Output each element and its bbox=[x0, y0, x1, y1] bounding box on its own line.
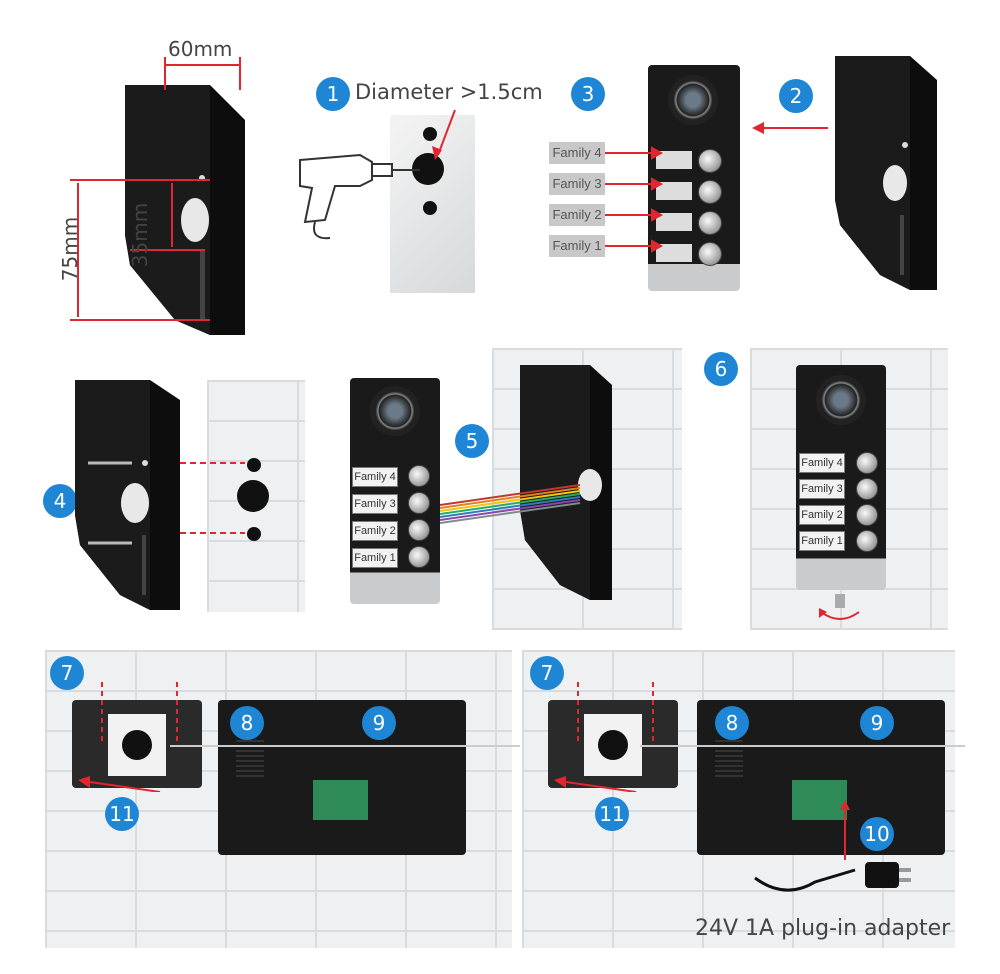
monitor-right-step-7-badge: 7 bbox=[530, 656, 564, 690]
call-button-3[interactable] bbox=[698, 180, 722, 204]
step-2-housing bbox=[835, 56, 937, 290]
family-label-1: Family 1 bbox=[352, 548, 398, 568]
monitor-left-step-11-badge: 11 bbox=[105, 797, 139, 831]
name-plate-3 bbox=[656, 182, 692, 200]
monitor-left-step-7-badge: 7 bbox=[50, 656, 84, 690]
adapter-label: 24V 1A plug-in adapter bbox=[695, 916, 951, 941]
name-plate-4 bbox=[656, 151, 692, 169]
name-plate-1 bbox=[656, 244, 692, 262]
monitor-left-circuit-board bbox=[313, 780, 368, 820]
camera-lens bbox=[370, 386, 420, 436]
step-2-badge: 2 bbox=[779, 79, 813, 113]
step-5-housing-with-wires bbox=[440, 365, 612, 600]
monitor-left-mounting-bracket bbox=[72, 700, 202, 788]
camera-lens bbox=[668, 75, 718, 125]
housing-dimension-figure: 60mm 75mm 35mm bbox=[40, 35, 270, 345]
wall-screw-hole-top bbox=[247, 458, 261, 472]
step-5-door-panel: Family 4 Family 3 Family 2 Family 1 bbox=[350, 378, 440, 604]
call-button-1[interactable] bbox=[856, 530, 878, 552]
call-button-3[interactable] bbox=[856, 478, 878, 500]
call-button-1[interactable] bbox=[408, 546, 430, 568]
step-1-label: Diameter >1.5cm bbox=[355, 80, 543, 104]
family-label-1: Family 1 bbox=[799, 531, 845, 551]
step-4-badge: 4 bbox=[43, 484, 77, 518]
step-6-door-panel: Family 4 Family 3 Family 2 Family 1 bbox=[796, 365, 886, 590]
call-button-4[interactable] bbox=[856, 452, 878, 474]
monitor-right-mounting-bracket bbox=[548, 700, 678, 788]
family-tag-1: Family 1 bbox=[549, 235, 605, 257]
call-button-2[interactable] bbox=[856, 504, 878, 526]
family-tag-3: Family 3 bbox=[549, 173, 605, 195]
width-dimension-label: 60mm bbox=[168, 37, 233, 61]
family-label-2: Family 2 bbox=[352, 521, 398, 541]
monitor-right-circuit-board bbox=[792, 780, 847, 820]
height-dimension-label: 75mm bbox=[58, 216, 83, 282]
monitor-right-step-8-badge: 8 bbox=[715, 706, 749, 740]
step-3-door-panel bbox=[648, 65, 740, 291]
lower-screw-hole bbox=[423, 201, 437, 215]
camera-lens bbox=[816, 375, 866, 425]
step-1-badge: 1 bbox=[316, 77, 350, 111]
call-button-2[interactable] bbox=[698, 211, 722, 235]
monitor-right-step-11-badge: 11 bbox=[595, 797, 629, 831]
monitor-left-screw-guides bbox=[78, 682, 178, 792]
name-plate-2 bbox=[656, 213, 692, 231]
family-label-3: Family 3 bbox=[799, 479, 845, 499]
step-4-housing bbox=[75, 380, 245, 610]
drill-icon bbox=[299, 109, 456, 240]
power-adapter-icon bbox=[754, 800, 911, 892]
housing-side-view bbox=[70, 57, 245, 335]
step-6-badge: 6 bbox=[704, 352, 738, 386]
wall-cable-hole bbox=[237, 480, 269, 512]
family-tag-4: Family 4 bbox=[549, 142, 605, 164]
family-label-3: Family 3 bbox=[352, 494, 398, 514]
call-button-2[interactable] bbox=[408, 519, 430, 541]
drilled-wall-panel bbox=[390, 115, 475, 293]
step-5-badge: 5 bbox=[455, 424, 489, 458]
step-3-badge: 3 bbox=[571, 77, 605, 111]
step-2-arrow bbox=[752, 122, 828, 134]
wall-screw-hole-bottom bbox=[247, 527, 261, 541]
call-button-1[interactable] bbox=[698, 242, 722, 266]
monitor-left-guide-line bbox=[170, 745, 520, 747]
family-arrows bbox=[605, 146, 664, 253]
bottom-screw-rotate-icon bbox=[819, 594, 860, 620]
monitor-left-step-8-badge: 8 bbox=[230, 706, 264, 740]
upper-screw-hole bbox=[423, 127, 437, 141]
family-tag-2: Family 2 bbox=[549, 204, 605, 226]
bracket-cable-hole bbox=[598, 730, 628, 760]
monitor-right-step-10-badge: 10 bbox=[860, 817, 894, 851]
monitor-left-step-9-badge: 9 bbox=[362, 706, 396, 740]
hole-dimension-label: 35mm bbox=[128, 202, 153, 268]
call-button-4[interactable] bbox=[698, 149, 722, 173]
monitor-right-guide-line bbox=[640, 745, 965, 747]
bracket-cable-hole bbox=[122, 730, 152, 760]
family-label-4: Family 4 bbox=[799, 453, 845, 473]
family-label-2: Family 2 bbox=[799, 505, 845, 525]
call-button-4[interactable] bbox=[408, 465, 430, 487]
monitor-right-screw-guides bbox=[554, 682, 654, 792]
call-button-3[interactable] bbox=[408, 492, 430, 514]
monitor-right-step-9-badge: 9 bbox=[860, 706, 894, 740]
family-label-4: Family 4 bbox=[352, 467, 398, 487]
